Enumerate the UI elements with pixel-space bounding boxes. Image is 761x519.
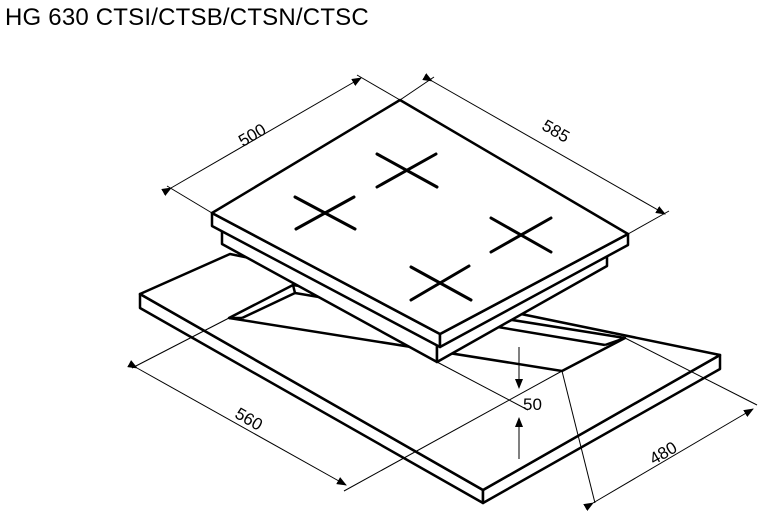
burner-front bbox=[409, 264, 473, 302]
dimension-hob-width bbox=[399, 73, 670, 235]
dimension-hob-height bbox=[436, 347, 529, 459]
burner-right bbox=[489, 216, 553, 254]
dimension-label-480: 480 bbox=[646, 438, 680, 469]
dimension-label-50: 50 bbox=[523, 395, 542, 414]
dimension-cutout-width bbox=[127, 317, 563, 492]
dimension-label-560: 560 bbox=[232, 404, 266, 435]
dimension-label-585: 585 bbox=[539, 116, 573, 147]
burner-left bbox=[293, 195, 357, 231]
dimension-hob-depth bbox=[161, 74, 401, 214]
dimension-label-500: 500 bbox=[235, 120, 269, 151]
model-title: HG 630 CTSI/CTSB/CTSN/CTSC bbox=[5, 4, 369, 31]
dimension-cutout-depth bbox=[561, 337, 758, 512]
